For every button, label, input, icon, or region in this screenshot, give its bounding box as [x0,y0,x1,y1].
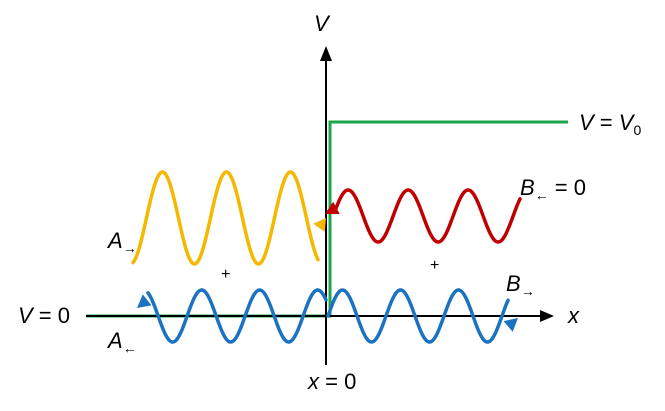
incident-wave-a-right [131,170,320,266]
reflected-wave-a-left-arrowhead [137,294,152,308]
incident-wave-arrowhead [313,218,326,232]
label-a-right: A→ [106,228,137,256]
axis-label-x: x [567,303,580,328]
label-b-left-zero: B← = 0 [520,175,586,203]
reflected-wave-a-left [146,288,328,344]
transmitted-wave-arrowhead [503,318,518,332]
label-v-high: V = V0 [579,110,641,138]
label-v-zero: V = 0 [18,303,70,328]
label-a-left: A← [106,328,137,356]
reflected-wave-b-left [334,188,522,244]
x-axis-arrowhead [540,310,554,322]
reflected-wave-arrowhead [325,201,340,215]
axis-label-v: V [314,11,331,36]
plus-sign-right: + [430,257,439,274]
label-b-right: B→ [506,271,535,299]
transmitted-wave-b-right [326,288,510,344]
plus-sign-left: + [221,266,230,283]
label-x-zero: x = 0 [307,369,356,394]
v-axis-arrowhead [320,46,332,61]
